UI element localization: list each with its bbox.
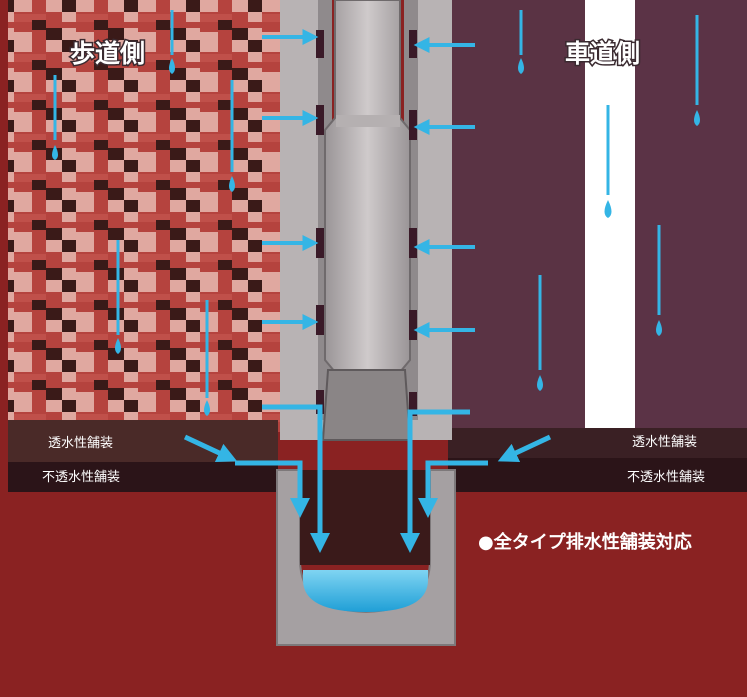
rain-drop-icon bbox=[52, 75, 58, 160]
feature-note: ●全タイプ排水性舗装対応 bbox=[478, 531, 692, 553]
water-flow-arrows-right bbox=[413, 37, 475, 338]
slot-cap bbox=[336, 115, 400, 127]
grate-block bbox=[321, 369, 412, 441]
sidewalk-brick-paving bbox=[8, 0, 280, 432]
rain-drop-icon bbox=[694, 15, 700, 126]
rain-drop-icon bbox=[537, 275, 543, 391]
channel-flow-arrows bbox=[183, 404, 552, 553]
roadway-side-label: 車道側 bbox=[565, 39, 640, 68]
rain-drop-icon bbox=[518, 10, 524, 74]
drain-water bbox=[303, 570, 428, 612]
impermeable-layer-right bbox=[448, 458, 747, 492]
impermeable-pavement-left-label: 不透水性舗装 bbox=[42, 470, 120, 485]
rain-drop-icon bbox=[656, 225, 662, 336]
permeable-pavement-left-label: 透水性舗装 bbox=[48, 436, 113, 451]
rain-drop-icon bbox=[115, 240, 121, 354]
water-flow-arrows-left bbox=[262, 29, 319, 330]
curb-joints bbox=[316, 30, 417, 416]
road-right-strip bbox=[635, 0, 747, 432]
permeable-layer-right bbox=[448, 428, 747, 458]
rain-drop-icon bbox=[204, 300, 210, 416]
impermeable-layer-left bbox=[8, 462, 278, 492]
sidewalk-side-label: 歩道側 bbox=[70, 39, 145, 68]
rain-drop-icon bbox=[604, 105, 612, 218]
rain-drops bbox=[52, 10, 700, 416]
rain-drop-icon bbox=[169, 10, 175, 74]
permeable-pavement-right-label: 透水性舗装 bbox=[632, 435, 697, 450]
rain-drop-icon bbox=[229, 80, 235, 192]
impermeable-pavement-right-label: 不透水性舗装 bbox=[627, 470, 705, 485]
